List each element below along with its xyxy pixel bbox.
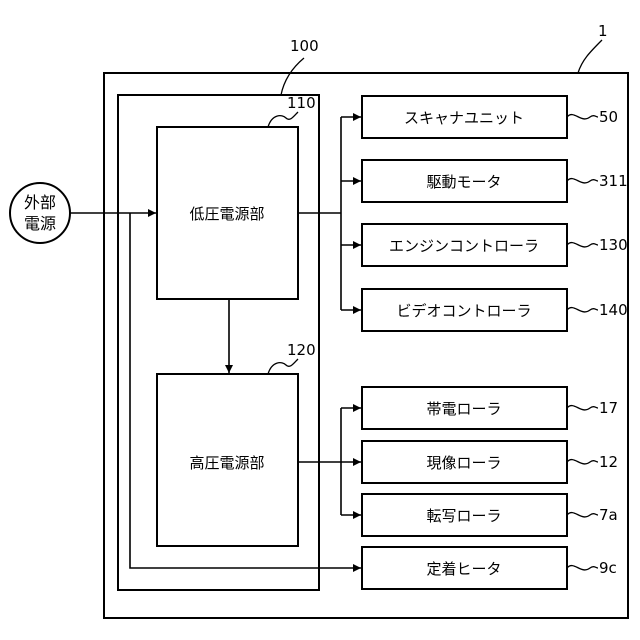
component-ref-leader — [567, 460, 598, 464]
power-unit-ref-leader — [281, 58, 304, 95]
component-label: ビデオコントローラ — [396, 302, 531, 320]
component-ref: 140 — [599, 301, 628, 319]
component-label: 転写ローラ — [426, 507, 501, 525]
component-ref: 17 — [599, 399, 618, 417]
component-ref-leader — [567, 406, 598, 410]
component-0: スキャナユニット 50 — [362, 96, 618, 138]
high-voltage-ref-leader — [268, 359, 298, 374]
component-3: ビデオコントローラ 140 — [362, 289, 628, 331]
component-ref: 9c — [599, 559, 617, 577]
component-4: 帯電ローラ 17 — [362, 387, 618, 429]
low-voltage-ref-label: 110 — [287, 94, 316, 112]
component-ref-leader — [567, 308, 598, 312]
external-power-label-line2: 電源 — [24, 214, 56, 233]
component-ref-leader — [567, 513, 598, 517]
high-voltage-ref-label: 120 — [287, 341, 316, 359]
power-unit-ref-label: 100 — [290, 37, 319, 55]
component-1: 駆動モータ 311 — [362, 160, 628, 202]
component-5: 現像ローラ 12 — [362, 441, 618, 483]
component-label: 駆動モータ — [426, 173, 501, 191]
component-label: 現像ローラ — [426, 454, 501, 472]
component-6: 転写ローラ 7a — [362, 494, 618, 536]
device-ref-leader — [578, 40, 602, 73]
component-label: エンジンコントローラ — [389, 237, 539, 255]
component-ref: 7a — [599, 506, 618, 524]
low-voltage-supply-label: 低圧電源部 — [189, 205, 264, 223]
high-voltage-supply-label: 高圧電源部 — [189, 454, 264, 472]
component-ref-leader — [567, 566, 598, 570]
ext-to-heater-line — [130, 213, 361, 568]
component-ref-leader — [567, 179, 598, 183]
component-ref: 50 — [599, 108, 618, 126]
external-power-label-line1: 外部 — [24, 193, 56, 212]
component-ref: 12 — [599, 453, 618, 471]
component-7: 定着ヒータ 9c — [362, 547, 617, 589]
component-ref-leader — [567, 243, 598, 247]
low-voltage-ref-leader — [268, 112, 298, 127]
device-ref-label: 1 — [598, 22, 608, 40]
component-ref: 130 — [599, 236, 628, 254]
connection-lines — [70, 117, 361, 568]
component-2: エンジンコントローラ 130 — [362, 224, 628, 266]
component-ref-leader — [567, 115, 598, 119]
component-label: 定着ヒータ — [426, 560, 501, 578]
component-label: スキャナユニット — [404, 109, 524, 127]
component-label: 帯電ローラ — [426, 400, 501, 418]
component-ref: 311 — [599, 172, 628, 190]
external-power-node — [10, 183, 70, 243]
